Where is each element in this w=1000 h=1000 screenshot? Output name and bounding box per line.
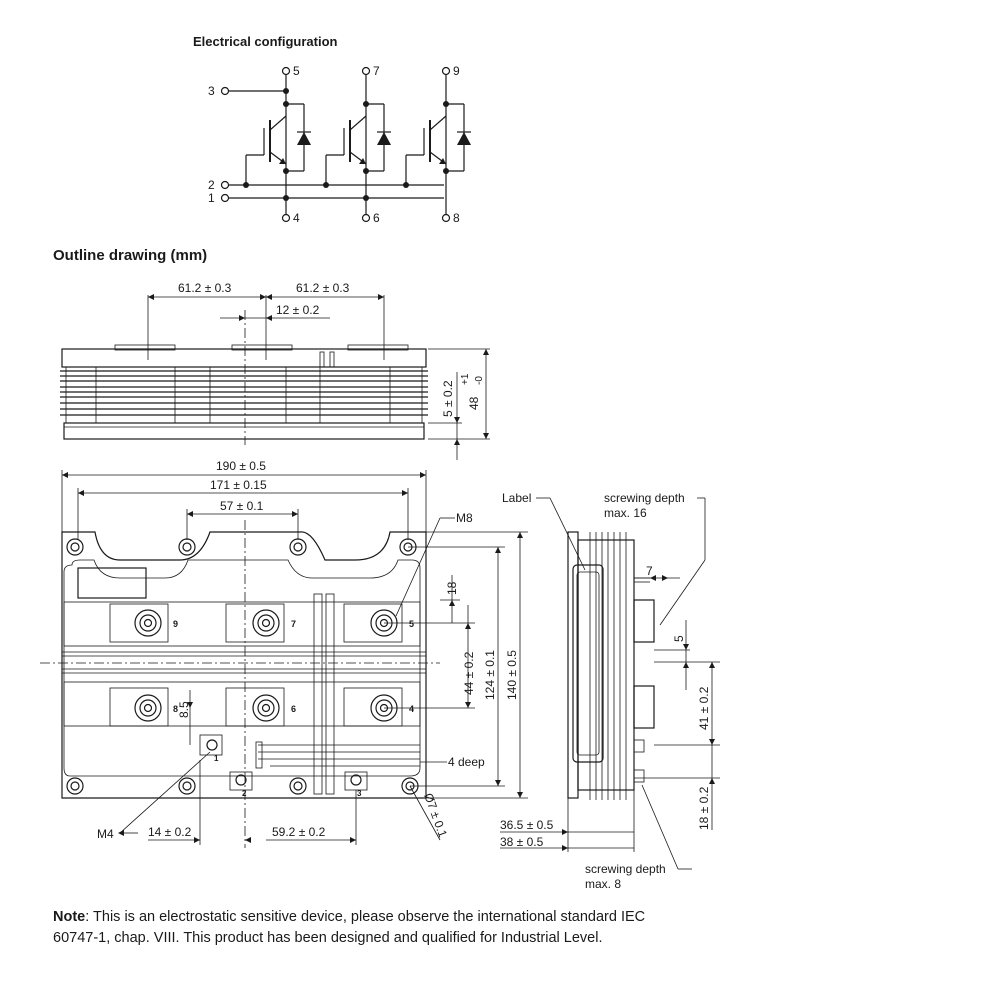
screw-depth-bottom-line1: screwing depth xyxy=(585,862,666,876)
dim-label: 171 ± 0.15 xyxy=(210,478,267,492)
terminal-number: 6 xyxy=(291,704,296,714)
thread-label-m8: M8 xyxy=(456,511,473,525)
dim-label: 44 ± 0.2 xyxy=(462,651,476,695)
dim-label: 41 ± 0.2 xyxy=(697,686,711,730)
terminal-label: 3 xyxy=(208,84,215,98)
screw-depth-top-line2: max. 16 xyxy=(604,506,647,520)
terminal-label: 4 xyxy=(293,211,300,225)
screw-depth-top-line1: screwing depth xyxy=(604,491,685,505)
power-terminal-9 xyxy=(134,609,162,637)
esd-note: Note: This is an electrostatic sensitive… xyxy=(53,907,693,949)
label-callout: Label xyxy=(502,491,531,505)
dim-label: -0 xyxy=(474,376,485,385)
dim-label: 140 ± 0.5 xyxy=(505,650,519,700)
terminal-number: 4 xyxy=(409,704,414,714)
igbt-leg-1 xyxy=(243,66,311,223)
igbt-leg-3 xyxy=(403,66,471,223)
dim-label: 18 xyxy=(445,581,459,595)
dim-label: 18 ± 0.2 xyxy=(697,786,711,830)
thread-label-m4: M4 xyxy=(97,827,114,841)
aux-terminal-number: 2 xyxy=(242,789,247,798)
terminal-number: 8 xyxy=(173,704,178,714)
dim-label: 38 ± 0.5 xyxy=(500,835,544,849)
terminal-number: 7 xyxy=(291,619,296,629)
hole-diameter-label: Ø7 ± 0.1 xyxy=(421,791,450,839)
dim-label: 12 ± 0.2 xyxy=(276,303,320,317)
terminal-2-node xyxy=(220,180,230,190)
screw-depth-bottom-line2: max. 8 xyxy=(585,877,621,891)
terminal-label: 1 xyxy=(208,191,215,205)
terminal-label: 6 xyxy=(373,211,380,225)
dim-label: 5 ± 0.2 xyxy=(441,380,455,417)
aux-terminal-number: 1 xyxy=(214,754,219,763)
dim-label: 61.2 ± 0.3 xyxy=(178,281,232,295)
dim-label: 7 xyxy=(646,564,653,578)
dim-label: 5 xyxy=(672,635,686,642)
mounting-holes xyxy=(66,538,419,795)
igbt-leg-2 xyxy=(323,66,391,223)
circuit-diagram: 3 2 1 5 7 9 4 6 8 xyxy=(208,64,471,225)
note-text: : This is an electrostatic sensitive dev… xyxy=(53,909,646,946)
power-terminal-6 xyxy=(252,694,280,722)
terminal-1-node xyxy=(220,193,230,203)
dim-label: 59.2 ± 0.2 xyxy=(272,825,326,839)
dim-label: +1 xyxy=(460,373,471,385)
terminal-number: 5 xyxy=(409,619,414,629)
dim-label: 8.5 xyxy=(177,701,191,718)
terminal-3-node xyxy=(220,86,230,96)
top-view-drawing: 190 ± 0.5 171 ± 0.15 57 ± 0.1 xyxy=(40,459,528,848)
outline-drawing-heading: Outline drawing (mm) xyxy=(53,247,208,264)
depth-label: 4 deep xyxy=(448,755,485,769)
side-view-drawing: 61.2 ± 0.3 61.2 ± 0.3 12 ± 0.2 5 ± 0.2 4… xyxy=(60,281,490,460)
terminal-label: 2 xyxy=(208,178,215,192)
dim-label: 190 ± 0.5 xyxy=(216,459,266,473)
terminal-label: 9 xyxy=(453,64,460,78)
terminal-label: 8 xyxy=(453,211,460,225)
dim-label: 57 ± 0.1 xyxy=(220,499,264,513)
dim-label: 14 ± 0.2 xyxy=(148,825,192,839)
electrical-configuration-heading: Electrical configuration xyxy=(193,34,338,49)
end-view-drawing: Label screwing depth max. 16 7 5 41 ± 0.… xyxy=(500,491,720,891)
dim-label: 124 ± 0.1 xyxy=(483,650,497,700)
note-label: Note xyxy=(53,909,86,925)
terminal-label: 7 xyxy=(373,64,380,78)
power-terminal-7 xyxy=(252,609,280,637)
dim-label: 36.5 ± 0.5 xyxy=(500,818,554,832)
power-terminal-8 xyxy=(134,694,162,722)
aux-terminal-number: 3 xyxy=(357,789,362,798)
terminal-number: 9 xyxy=(173,619,178,629)
dim-label: 48 xyxy=(467,396,481,410)
dim-label: 61.2 ± 0.3 xyxy=(296,281,350,295)
terminal-label: 5 xyxy=(293,64,300,78)
